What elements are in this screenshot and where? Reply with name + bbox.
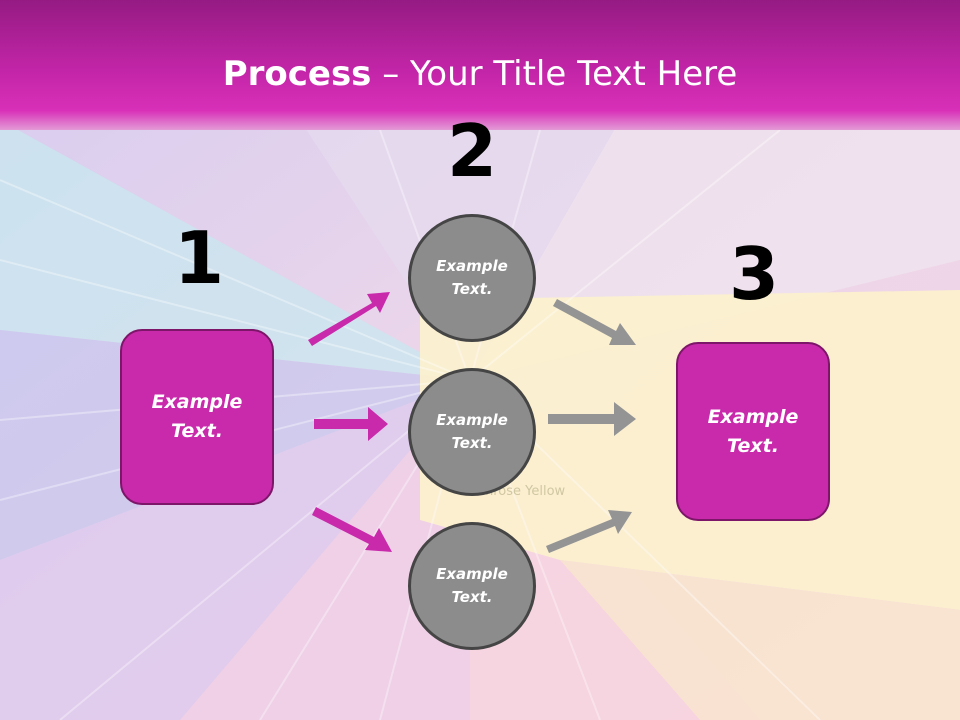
circle-top-line1: Example: [436, 257, 508, 275]
circle-bottom-line2: Text.: [451, 588, 493, 606]
title-bar: Process – Your Title Text Here: [0, 0, 960, 130]
step-number-2: 2: [446, 109, 498, 193]
circle-bottom-line1: Example: [436, 565, 508, 583]
step-1-line2: Text.: [171, 420, 223, 442]
step-1-line1: Example: [151, 391, 243, 413]
circle-middle-line1: Example: [436, 411, 508, 429]
page-title: Process – Your Title Text Here: [0, 52, 960, 96]
title-rest: – Your Title Text Here: [371, 54, 738, 94]
step-number-3: 3: [728, 232, 780, 316]
step-3-line1: Example: [707, 405, 799, 428]
step-3-line2: Text.: [727, 434, 779, 457]
circle-top-line2: Text.: [451, 280, 493, 298]
circle-middle-line2: Text.: [451, 434, 493, 452]
title-bold: Process: [222, 54, 372, 94]
step-number-1: 1: [173, 216, 225, 300]
